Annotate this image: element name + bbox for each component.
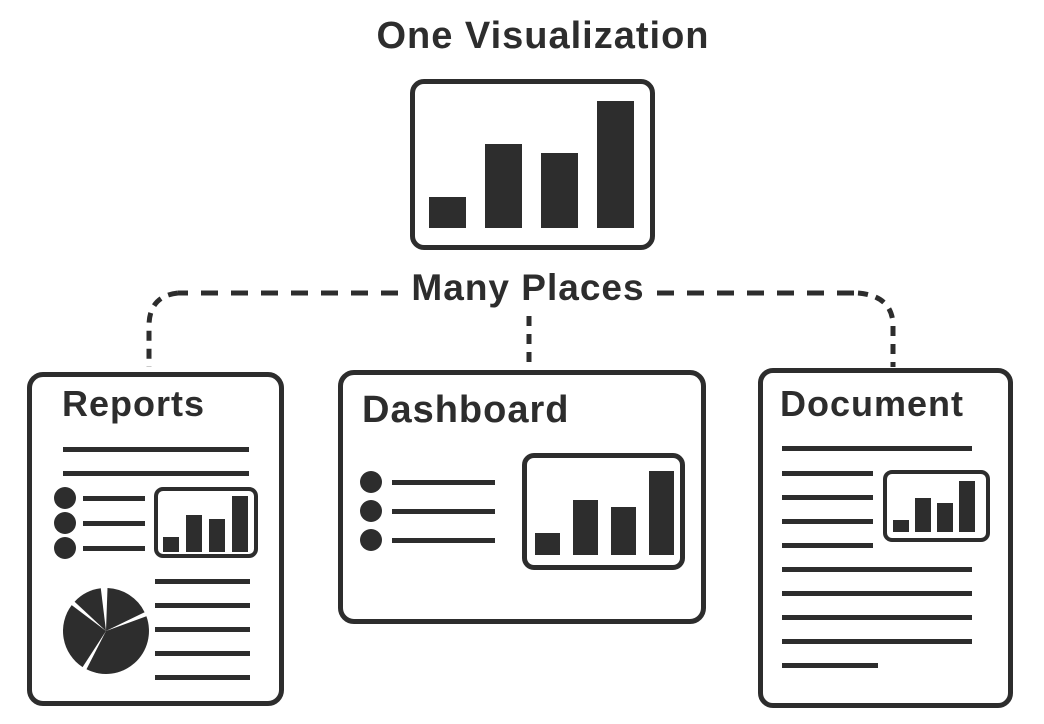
- bullet-list-item: [54, 537, 145, 559]
- text-line: [782, 495, 873, 500]
- pie-slice: [74, 588, 106, 631]
- pie-slice: [63, 605, 106, 668]
- bullet-list-item: [360, 500, 495, 522]
- text-line: [63, 471, 249, 476]
- bullet-list-item: [360, 471, 495, 493]
- document-card-title: Document: [780, 383, 965, 424]
- text-line: [63, 447, 249, 452]
- connector-left-drop: [146, 290, 179, 367]
- reports-mini-bar-chart: [154, 487, 258, 558]
- page-title: One Visualization: [376, 15, 710, 57]
- reports-top-text-lines: [63, 447, 249, 476]
- main-visualization-card: [410, 79, 655, 250]
- dashboard-card: Dashboard: [338, 370, 706, 624]
- document-left-text-lines: [782, 471, 873, 548]
- bullet-list-item: [54, 487, 145, 509]
- document-full-text-lines: [782, 567, 972, 644]
- reports-right-text-lines: [155, 579, 250, 680]
- bar: [163, 537, 179, 552]
- document-top-text-line: [782, 446, 972, 451]
- text-line: [155, 627, 250, 632]
- bar: [937, 503, 953, 532]
- text-line: [155, 675, 250, 680]
- text-line: [782, 567, 972, 572]
- document-mini-bar-chart: [883, 470, 990, 542]
- connector-label: Many Places: [411, 267, 645, 308]
- bullet-list-item: [54, 512, 145, 534]
- bar-chart-icon: [429, 101, 634, 228]
- text-line: [155, 651, 250, 656]
- document-short-text-line: [782, 663, 878, 668]
- reports-card-title: Reports: [62, 383, 206, 424]
- bar: [649, 471, 674, 555]
- bar: [959, 481, 975, 532]
- bar-chart-icon: [535, 471, 674, 555]
- dashboard-bullet-list: [360, 471, 495, 551]
- pie-slice: [106, 588, 145, 631]
- reports-card: Reports: [27, 372, 284, 706]
- bar: [186, 515, 202, 552]
- pie-slice: [86, 616, 149, 674]
- bar: [429, 197, 466, 228]
- bar-chart-icon: [163, 496, 248, 552]
- text-line: [155, 603, 250, 608]
- text-line: [782, 591, 972, 596]
- bar-chart-icon: [893, 481, 975, 532]
- text-line: [782, 543, 873, 548]
- dashboard-card-title: Dashboard: [362, 389, 570, 431]
- text-line: [782, 471, 873, 476]
- bar: [893, 520, 909, 532]
- text-line: [782, 519, 873, 524]
- text-line: [782, 639, 972, 644]
- bar: [485, 144, 522, 228]
- reports-bullet-list: [54, 487, 145, 559]
- text-line: [155, 579, 250, 584]
- bar: [611, 507, 636, 555]
- bar: [541, 153, 578, 228]
- bar: [209, 519, 225, 552]
- text-line: [782, 615, 972, 620]
- connector-right-drop: [857, 290, 896, 367]
- document-card: Document: [758, 368, 1013, 708]
- bar: [535, 533, 560, 555]
- dashboard-mini-bar-chart: [522, 453, 685, 570]
- bar: [915, 498, 931, 532]
- text-line: [782, 446, 972, 451]
- bar: [597, 101, 634, 228]
- pie-chart-icon: [63, 588, 149, 674]
- bar: [573, 500, 598, 555]
- bar: [232, 496, 248, 552]
- text-line: [782, 663, 878, 668]
- bullet-list-item: [360, 529, 495, 551]
